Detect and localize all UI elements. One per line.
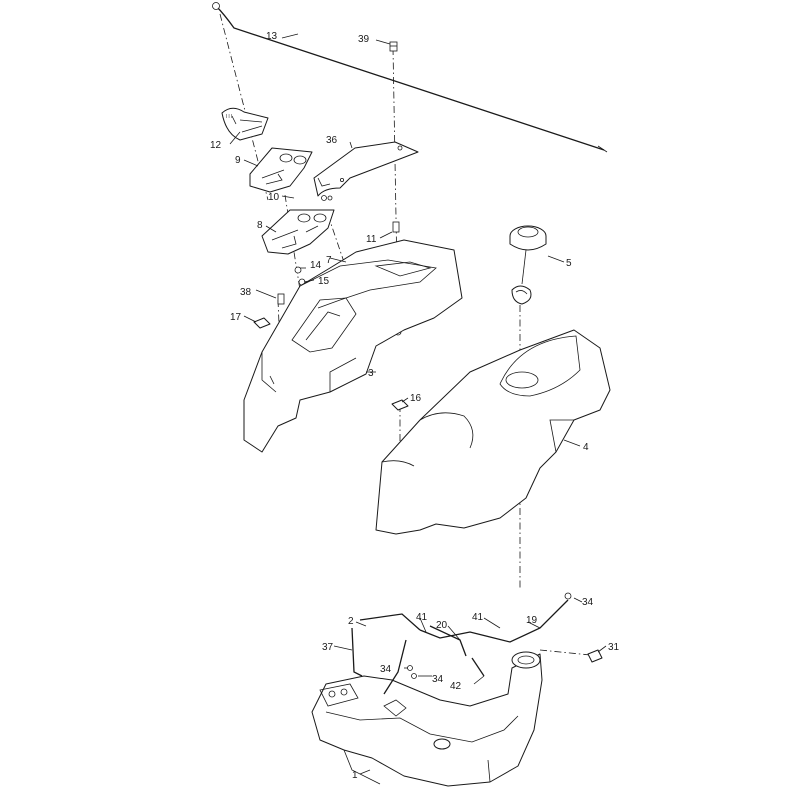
part-8-bracket (261, 195, 335, 255)
callout-13: 13 (266, 31, 278, 42)
callout-20: 20 (436, 620, 448, 631)
callout-3: 3 (368, 368, 374, 379)
callout-38: 38 (240, 287, 252, 298)
callout-10: 10 (268, 192, 280, 203)
callout-1: 1 (352, 770, 358, 781)
callout-7: 7 (326, 255, 332, 266)
callout-5: 5 (566, 258, 572, 269)
callout-9: 9 (235, 155, 241, 166)
callout-14: 14 (310, 260, 322, 271)
callout-15: 15 (318, 276, 330, 287)
callout-31: 31 (608, 642, 620, 653)
callout-34-left: 34 (380, 664, 392, 675)
fuel-lines (351, 592, 603, 695)
svg-text:l l l: l l l (226, 114, 232, 120)
callout-41-left: 41 (416, 612, 428, 623)
part-5-fuel-cap (509, 225, 547, 305)
callout-39: 39 (358, 34, 370, 45)
part-36-cover (313, 141, 419, 197)
callout-8: 8 (257, 220, 263, 231)
callout-labels: 1 2 3 4 5 7 8 9 10 11 12 13 14 15 16 17 … (210, 31, 620, 781)
part-9-bracket (249, 147, 313, 193)
callout-34-right: 34 (432, 674, 444, 685)
part-4-shroud (375, 329, 611, 535)
callout-19: 19 (526, 615, 538, 626)
callout-11: 11 (366, 234, 377, 245)
callout-2: 2 (348, 616, 354, 627)
callout-4: 4 (583, 442, 589, 453)
leader-lines (229, 33, 607, 775)
part-39-bolt (389, 41, 398, 52)
callout-42: 42 (450, 681, 462, 692)
callout-36: 36 (326, 135, 338, 146)
callout-37: 37 (322, 642, 334, 653)
part-12-knob: l l l (221, 107, 269, 141)
callout-16: 16 (410, 393, 422, 404)
part-1-fuel-tank (311, 651, 543, 787)
callout-17: 17 (230, 312, 242, 323)
part-13-rod (212, 2, 608, 153)
part-3-console (243, 239, 463, 453)
callout-12: 12 (210, 140, 222, 151)
callout-34-top: 34 (582, 597, 594, 608)
callout-41-right: 41 (472, 612, 484, 623)
